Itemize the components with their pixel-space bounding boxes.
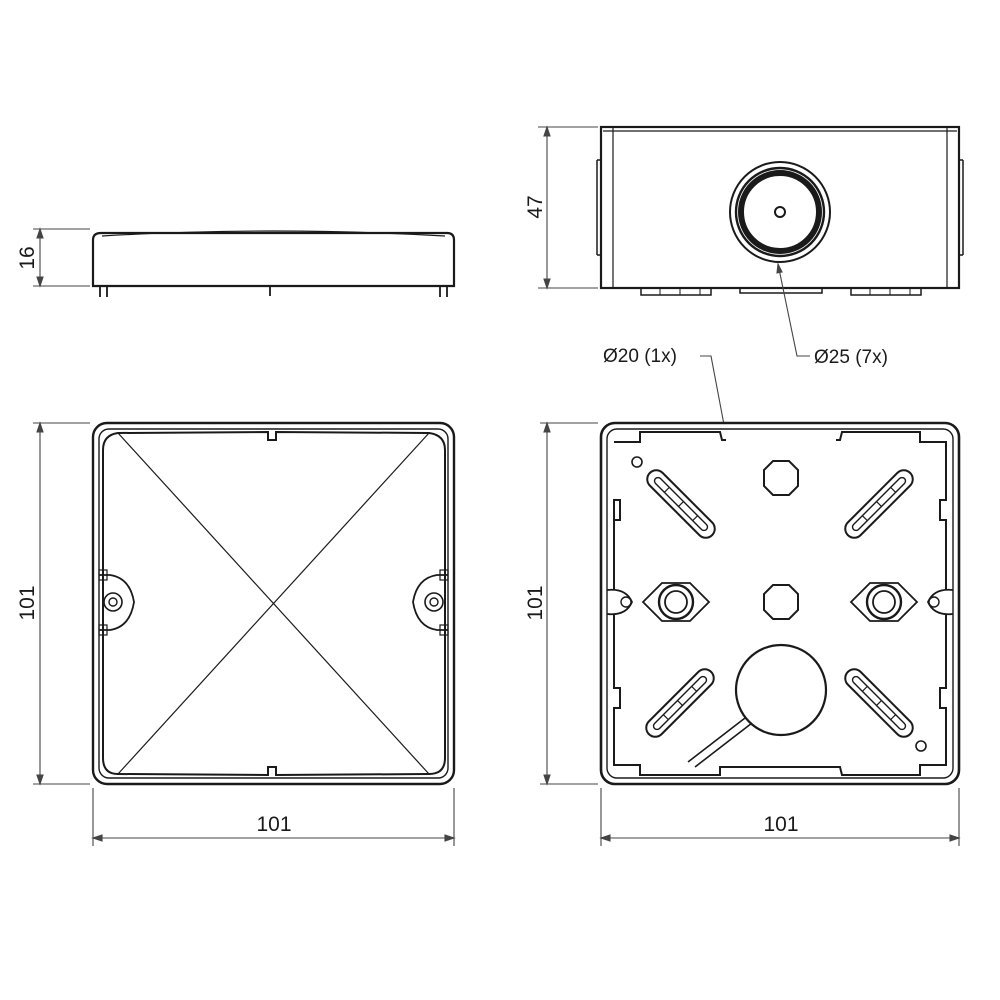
mounting-slot-top-right (844, 469, 914, 539)
mounting-slot-bottom-left (645, 668, 715, 738)
lid-top-view (91, 421, 456, 786)
callout-small-hole: Ø25 (7x) (814, 347, 888, 368)
dim-box-side (540, 421, 598, 786)
dim-label-101-lid-side: 101 (16, 585, 39, 620)
callout-large-hole: Ø20 (1x) (603, 346, 677, 367)
dim-lid-height (33, 227, 90, 288)
dim-box-width (599, 788, 961, 846)
box-top-view (599, 421, 961, 786)
dim-lid-width (91, 788, 456, 846)
dim-label-16: 16 (16, 246, 39, 269)
lid-side-view (91, 230, 456, 297)
dim-label-101-lid-width: 101 (256, 813, 291, 836)
dim-label-101-box-width: 101 (763, 813, 798, 836)
dim-label-101-box-side: 101 (524, 585, 547, 620)
dim-box-height (538, 125, 598, 290)
cable-entry-gland (729, 161, 831, 263)
leader-small-hole (776, 262, 810, 357)
dim-lid-side (33, 421, 90, 786)
dim-label-47: 47 (524, 195, 547, 218)
